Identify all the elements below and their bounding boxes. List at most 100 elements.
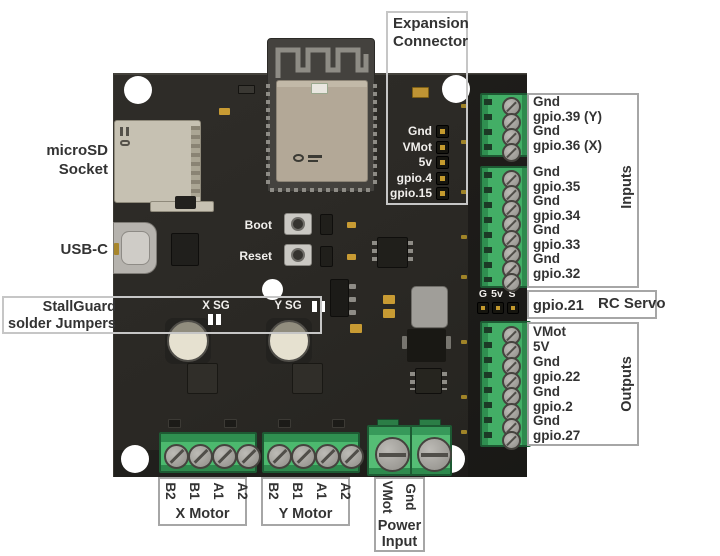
- esp32-shield: [276, 80, 368, 182]
- inputs-box: [527, 93, 639, 288]
- usb-c-label: USB-C: [60, 241, 109, 258]
- y-motor-pin: B2: [266, 482, 281, 500]
- output-pin-label: 5V: [533, 338, 550, 354]
- output-pin-label: gpio.27: [533, 428, 581, 444]
- ic-component: [330, 279, 349, 317]
- expansion-title-line: Expansion: [393, 15, 469, 32]
- expansion-pin-label: Gnd: [408, 124, 432, 138]
- smd-component: [347, 222, 356, 228]
- solder-pad: [461, 340, 467, 344]
- input-pin-label: gpio.33: [533, 236, 581, 252]
- smd-component: [383, 295, 395, 304]
- mounting-hole-center: [262, 279, 283, 300]
- solder-pad: [278, 419, 291, 428]
- module-castellation-left: [266, 84, 270, 188]
- input-pin-label: gpio.35: [533, 178, 581, 194]
- output-pin-label: Gnd: [533, 353, 560, 369]
- espressif-logo-icon: [293, 154, 304, 162]
- outputs-group: VMot 5V Gnd gpio.22 Gnd gpio.2 Gnd gpio.…: [533, 324, 581, 444]
- input-pin-label: Gnd: [533, 164, 560, 179]
- ic-pins: [410, 372, 415, 390]
- ic-component: [171, 233, 199, 266]
- solder-pad: [461, 140, 467, 144]
- expansion-pin-labels: Gnd VMot 5v gpio.4 gpio.15: [352, 124, 432, 202]
- microsd-label-line: Socket: [58, 160, 108, 178]
- output-terminal-block: [480, 321, 531, 450]
- pin-header: [507, 302, 519, 314]
- smd-component: [114, 243, 119, 255]
- jumper-pads-icon: [216, 314, 221, 325]
- solder-pad: [332, 419, 345, 428]
- boot-button-plunger: [291, 217, 305, 231]
- ic-pins: [408, 241, 413, 264]
- module-castellation-bottom: [270, 188, 373, 192]
- reset-label: Reset: [239, 249, 272, 263]
- pin-header: [436, 172, 449, 185]
- microsd-symbol-icon: [120, 127, 123, 136]
- microsd-symbol-icon: [126, 127, 129, 136]
- output-pin-label: gpio.22: [533, 368, 581, 384]
- output-pin-label: VMot: [533, 324, 566, 339]
- pin-header: [477, 302, 489, 314]
- x-motor-pin: A2: [235, 482, 250, 500]
- x-motor-pin: B1: [187, 482, 202, 500]
- driver-chip: [292, 363, 323, 394]
- output-pin-label: Gnd: [533, 413, 560, 429]
- expansion-pin-label: gpio.4: [396, 170, 432, 185]
- ic-pins: [402, 336, 407, 349]
- input-pin-label: Gnd: [533, 94, 560, 109]
- input-pin-label: Gnd: [533, 222, 560, 237]
- ic-pins: [446, 336, 451, 349]
- ic-pins: [372, 241, 377, 264]
- capacitor-top: [167, 320, 209, 362]
- reset-button-plunger: [291, 248, 305, 262]
- inputs-side-label: Inputs: [619, 165, 635, 209]
- smd-component: [219, 108, 230, 115]
- inputs-main-group: Gnd gpio.35 Gnd gpio.34 Gnd gpio.33 Gnd …: [533, 164, 581, 281]
- usb-c-cavity: [121, 231, 150, 265]
- power-label-line: Input: [381, 534, 418, 550]
- solder-pad: [461, 190, 467, 194]
- pin-header: [492, 302, 504, 314]
- smd-component: [347, 254, 356, 260]
- x-motor-box: [158, 477, 247, 526]
- power-input-box: [374, 477, 425, 552]
- expansion-connector-title: Expansion Connector: [393, 15, 469, 51]
- pin-header: [436, 156, 449, 169]
- x-motor-pin: B2: [163, 482, 178, 500]
- rc-servo-pin: gpio.21: [533, 298, 584, 314]
- x-motor-pin: A1: [211, 482, 226, 500]
- solder-pad: [461, 104, 467, 108]
- stallguard-label-line: StallGuard: [42, 299, 116, 315]
- metal-can-component: [411, 286, 448, 328]
- espressif-logo-text-icon: [308, 155, 322, 158]
- mounting-hole: [124, 76, 152, 104]
- stallguard-box: [2, 296, 322, 334]
- x-motor-terminal-block: [159, 432, 261, 473]
- smd-component: [238, 85, 255, 94]
- x-sg-label: X SG: [202, 300, 230, 312]
- input-pin-label: gpio.34: [533, 207, 581, 223]
- input-terminal-block: [480, 166, 531, 292]
- mounting-hole: [121, 445, 149, 473]
- ic-pins: [442, 372, 447, 390]
- expansion-connector-box: [386, 11, 468, 205]
- microsd-label-line: microSD: [46, 142, 108, 159]
- rc-servo-box: [527, 290, 657, 319]
- ic-component: [415, 368, 442, 394]
- solder-pad: [224, 419, 237, 428]
- y-motor-pin: B1: [290, 482, 305, 500]
- x-motor-label: X Motor: [175, 506, 230, 522]
- module-castellation-right: [373, 84, 377, 188]
- power-terminal-block: [367, 425, 452, 476]
- jumper-pads-icon: [312, 301, 317, 312]
- servo-pin-label-5v: 5v: [491, 288, 503, 300]
- input-pin-label: gpio.39 (Y): [533, 108, 603, 124]
- input-pin-label: Gnd: [533, 193, 560, 208]
- jumper-pads-icon: [208, 314, 213, 325]
- expansion-pin-label: VMot: [402, 139, 432, 154]
- y-motor-terminal-block: [262, 432, 364, 473]
- jumper-pads-icon: [320, 301, 325, 312]
- microsd-latch: [175, 196, 196, 209]
